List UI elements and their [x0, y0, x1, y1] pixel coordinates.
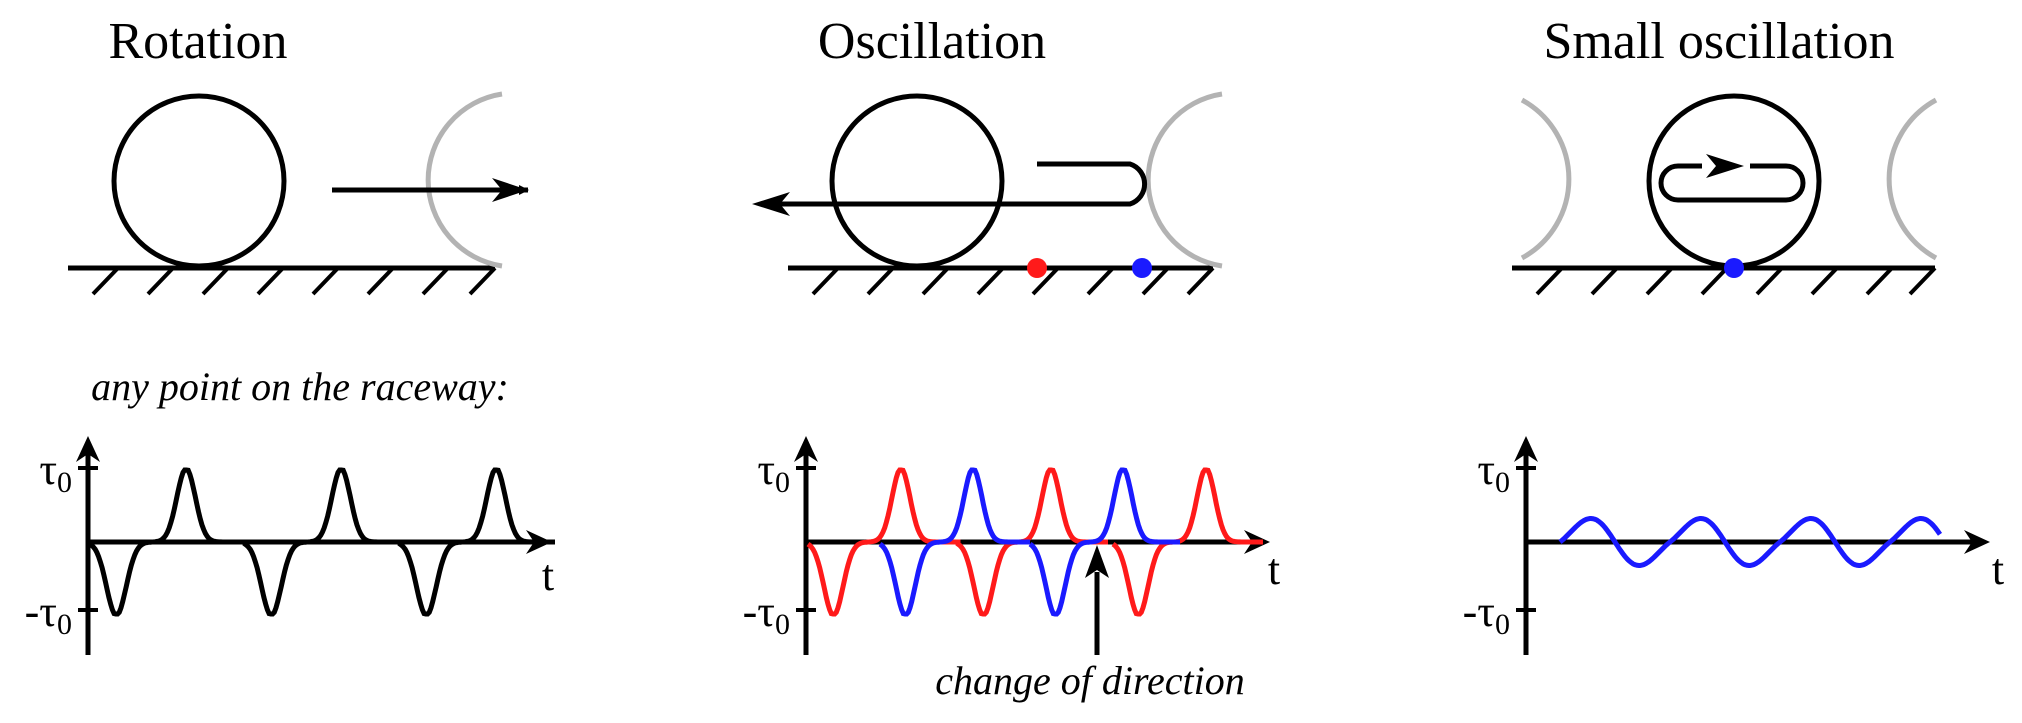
y-axis-arrow-icon — [1514, 436, 1538, 462]
x-label: t — [1992, 545, 2004, 594]
blue-point-marker — [1132, 258, 1152, 278]
shear-stress-curve-blue — [1558, 516, 1943, 568]
y-lower-label: -τ0 — [1463, 587, 1510, 641]
x-label: t — [542, 551, 554, 600]
ghost-rolling-element-right — [1886, 97, 1938, 261]
y-axis-arrow-icon — [76, 436, 100, 462]
title-rotation: Rotation — [108, 13, 287, 70]
ghost-rolling-element — [1145, 91, 1223, 269]
y-upper-label: τ0 — [1477, 445, 1510, 499]
direction-change-arrow-icon — [1085, 545, 1109, 578]
y-upper-label: τ0 — [39, 445, 72, 499]
small-oscillation-arrow-head — [1706, 154, 1744, 178]
raceway-hatching — [811, 266, 1215, 296]
rolling-element — [829, 93, 1005, 269]
title-small-oscillation: Small oscillation — [1544, 13, 1895, 70]
ghost-rolling-element — [425, 91, 503, 269]
blue-point-marker — [1724, 258, 1744, 278]
y-lower-label: -τ0 — [25, 587, 72, 641]
caption-change-of-direction: change of direction — [935, 658, 1245, 703]
shear-stress-curve-red — [806, 467, 1263, 617]
title-oscillation: Oscillation — [818, 13, 1046, 70]
rolling-element — [111, 93, 287, 269]
oscillation-scene — [752, 91, 1223, 296]
plot-oscillation: τ0 -τ0 t — [743, 436, 1280, 655]
small-oscillation-loop — [1658, 163, 1806, 203]
plot-small-oscillation: τ0 -τ0 t — [1463, 436, 2004, 655]
rotation-arrow-head — [492, 178, 528, 202]
ghost-rolling-element-left — [1520, 97, 1572, 261]
rolling-element — [1646, 93, 1822, 269]
oscillation-arrow-head — [752, 192, 790, 216]
caption-raceway: any point on the raceway: — [91, 364, 509, 409]
raceway-hatching — [1535, 266, 1937, 296]
red-point-marker — [1027, 258, 1047, 278]
oscillation-path-arrow — [776, 161, 1148, 207]
y-axis-arrow-icon — [794, 436, 818, 462]
rotation-scene — [68, 91, 529, 296]
y-upper-label: τ0 — [757, 445, 790, 499]
x-label: t — [1268, 545, 1280, 594]
x-axis-arrow-icon — [1964, 530, 1990, 554]
shear-stress-curve-black — [88, 467, 555, 617]
small-oscillation-scene — [1512, 93, 1938, 296]
shear-stress-curve-blue — [878, 467, 1180, 617]
raceway-hatching — [91, 266, 497, 296]
plot-rotation: τ0 -τ0 t — [25, 436, 555, 655]
y-lower-label: -τ0 — [743, 587, 790, 641]
